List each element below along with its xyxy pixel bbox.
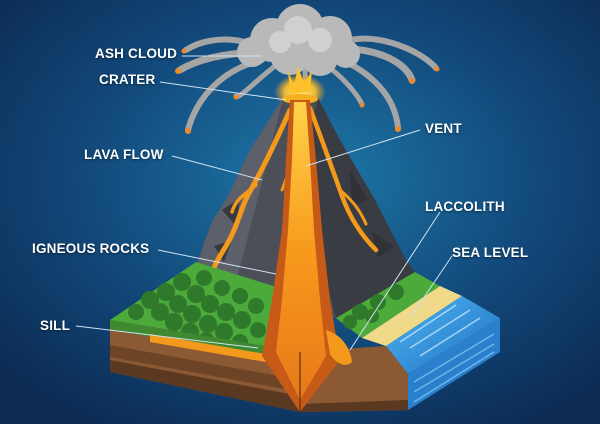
- beach: [362, 286, 462, 346]
- sea: [386, 296, 500, 374]
- laccolith-intrusion: [326, 330, 352, 365]
- forest: [128, 270, 266, 350]
- sill-intrusion: [150, 334, 300, 368]
- label-vent: VENT: [425, 121, 462, 136]
- grassland-right: [336, 272, 440, 338]
- lava-flows: [211, 105, 379, 271]
- label-igneous-rocks: IGNEOUS ROCKS: [32, 241, 150, 256]
- eruption-spurts: [288, 66, 312, 94]
- label-sill: SILL: [40, 318, 71, 333]
- label-lava-flow: LAVA FLOW: [84, 147, 164, 162]
- leader-lines: [75, 55, 453, 351]
- ember-dots: [175, 48, 440, 134]
- label-crater: CRATER: [99, 72, 156, 87]
- label-laccolith: LACCOLITH: [425, 199, 505, 214]
- label-sea-level: SEA LEVEL: [452, 245, 529, 260]
- magma-conduit: [276, 102, 326, 400]
- label-ash-cloud: ASH CLOUD: [95, 46, 178, 61]
